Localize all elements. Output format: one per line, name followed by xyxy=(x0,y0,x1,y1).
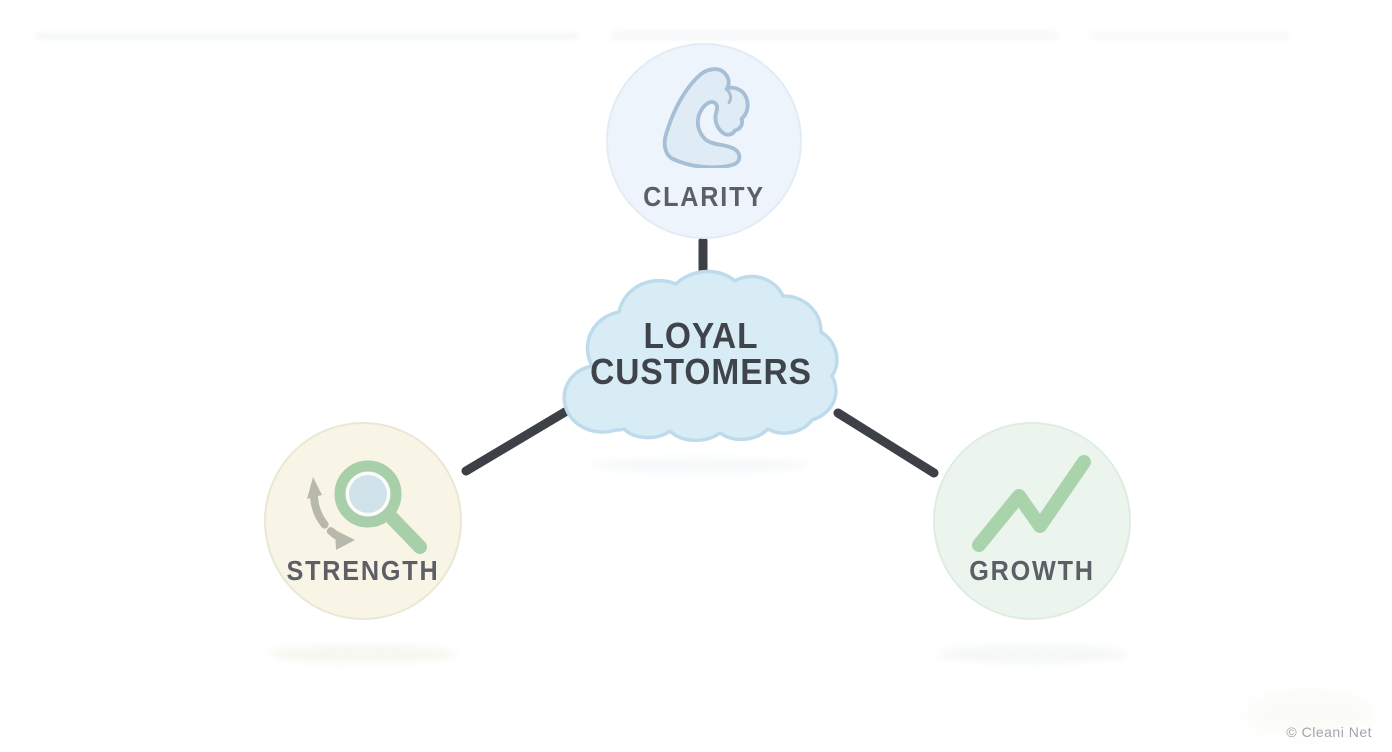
magnifier-handle xyxy=(385,511,427,554)
growth-soft-shadow xyxy=(938,645,1128,663)
node-strength: STRENGTH xyxy=(264,422,462,620)
node-clarity-label: CLARITY xyxy=(643,181,765,212)
cloud-soft-shadow xyxy=(590,458,810,472)
cloud-outline xyxy=(562,269,839,442)
corner-artifact-blob xyxy=(1245,688,1375,738)
bicep-fist-crease xyxy=(724,87,733,104)
strength-soft-shadow xyxy=(268,645,458,663)
rotate-arrow-head-bottom xyxy=(335,530,355,550)
center-node-label: LOYAL CUSTOMERS xyxy=(553,318,849,390)
trend-up-zigzag-icon xyxy=(972,455,1091,552)
magnifier-ring xyxy=(334,460,402,528)
cloud-shape xyxy=(562,269,839,442)
magnifying-glass-with-rotate-arrow-icon xyxy=(307,460,427,554)
artifact-smudge xyxy=(35,32,580,41)
center-node-label-line2: CUSTOMERS xyxy=(590,351,812,392)
rotate-arrow-head-top xyxy=(307,477,322,499)
rotate-arrow-arc xyxy=(310,493,343,541)
copyright-text: © Cleani Net xyxy=(1286,724,1372,740)
flexed-bicep-icon xyxy=(662,67,750,168)
magnifier-lens xyxy=(349,475,387,513)
connector-cloud-to-growth xyxy=(833,408,939,478)
center-node-label-line1: LOYAL xyxy=(643,315,759,356)
node-growth: GROWTH xyxy=(933,422,1131,620)
trend-up-line xyxy=(972,455,1091,552)
bicep-outline xyxy=(662,67,750,168)
artifact-smudge xyxy=(1090,31,1290,40)
node-strength-label: STRENGTH xyxy=(286,555,440,586)
connector-cloud-to-strength xyxy=(461,407,570,476)
node-growth-label: GROWTH xyxy=(969,555,1095,586)
node-clarity: CLARITY xyxy=(606,43,802,239)
artifact-smudge xyxy=(610,30,1060,41)
